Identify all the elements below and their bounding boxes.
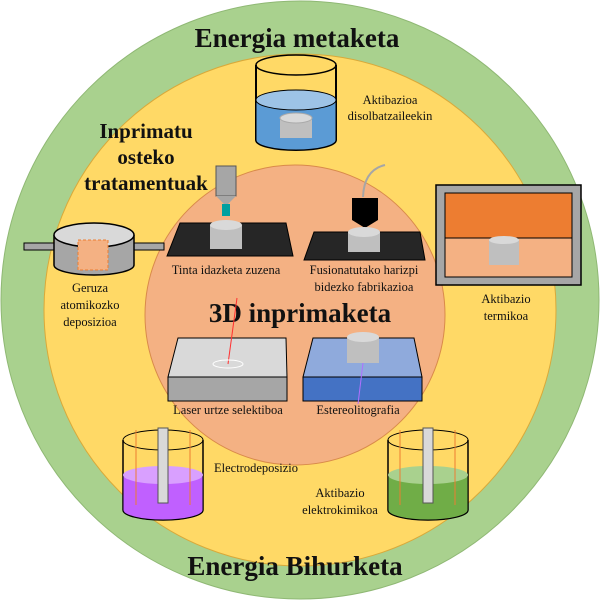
- stereolithography-icon: [302, 332, 423, 405]
- label-diw: Tinta idazketa zuzena: [172, 263, 281, 277]
- title-post-treatment-2: osteko: [117, 145, 174, 169]
- electrodeposition-cell-icon: [122, 427, 204, 521]
- label-thermal-2: termikoa: [484, 309, 529, 323]
- electrochemical-cell-icon: [387, 427, 469, 521]
- title-post-treatment-3: tratamentuak: [84, 171, 208, 195]
- fused-filament-icon: [303, 164, 426, 261]
- direct-ink-writing-icon: [166, 165, 294, 257]
- label-electrochemical-2: elektrokimikoa: [302, 503, 378, 517]
- title-post-treatment-1: Inprimatu: [99, 119, 193, 143]
- label-fff-2: bidezko fabrikazioa: [315, 280, 414, 294]
- label-electrochemical-1: Aktibazio: [315, 486, 364, 500]
- label-thermal-1: Aktibazio: [481, 292, 530, 306]
- label-electrodeposition: Electrodeposizio: [214, 461, 298, 475]
- label-sls: Laser urtze selektiboa: [173, 403, 283, 417]
- label-solvent-activation-2: disolbatzaileekin: [348, 109, 433, 123]
- ald-chamber-icon: [23, 222, 165, 276]
- title-energia-bihurketa: Energia Bihurketa: [187, 551, 403, 581]
- solvent-beaker-icon: [255, 54, 337, 151]
- label-ald-1: Geruza: [72, 281, 109, 295]
- title-energia-metaketa: Energia metaketa: [195, 23, 400, 53]
- selective-laser-melting-icon: [167, 297, 288, 402]
- oven-icon: [435, 184, 582, 286]
- title-3d-inprimaketa: 3D inprimaketa: [209, 298, 392, 328]
- label-ald-3: deposizioa: [63, 315, 117, 329]
- label-fff-1: Fusionatutako harizpi: [310, 263, 419, 277]
- label-ald-2: atomikozko: [60, 298, 119, 312]
- label-sla: Estereolitografia: [316, 403, 400, 417]
- label-solvent-activation-1: Aktibazioa: [363, 93, 418, 107]
